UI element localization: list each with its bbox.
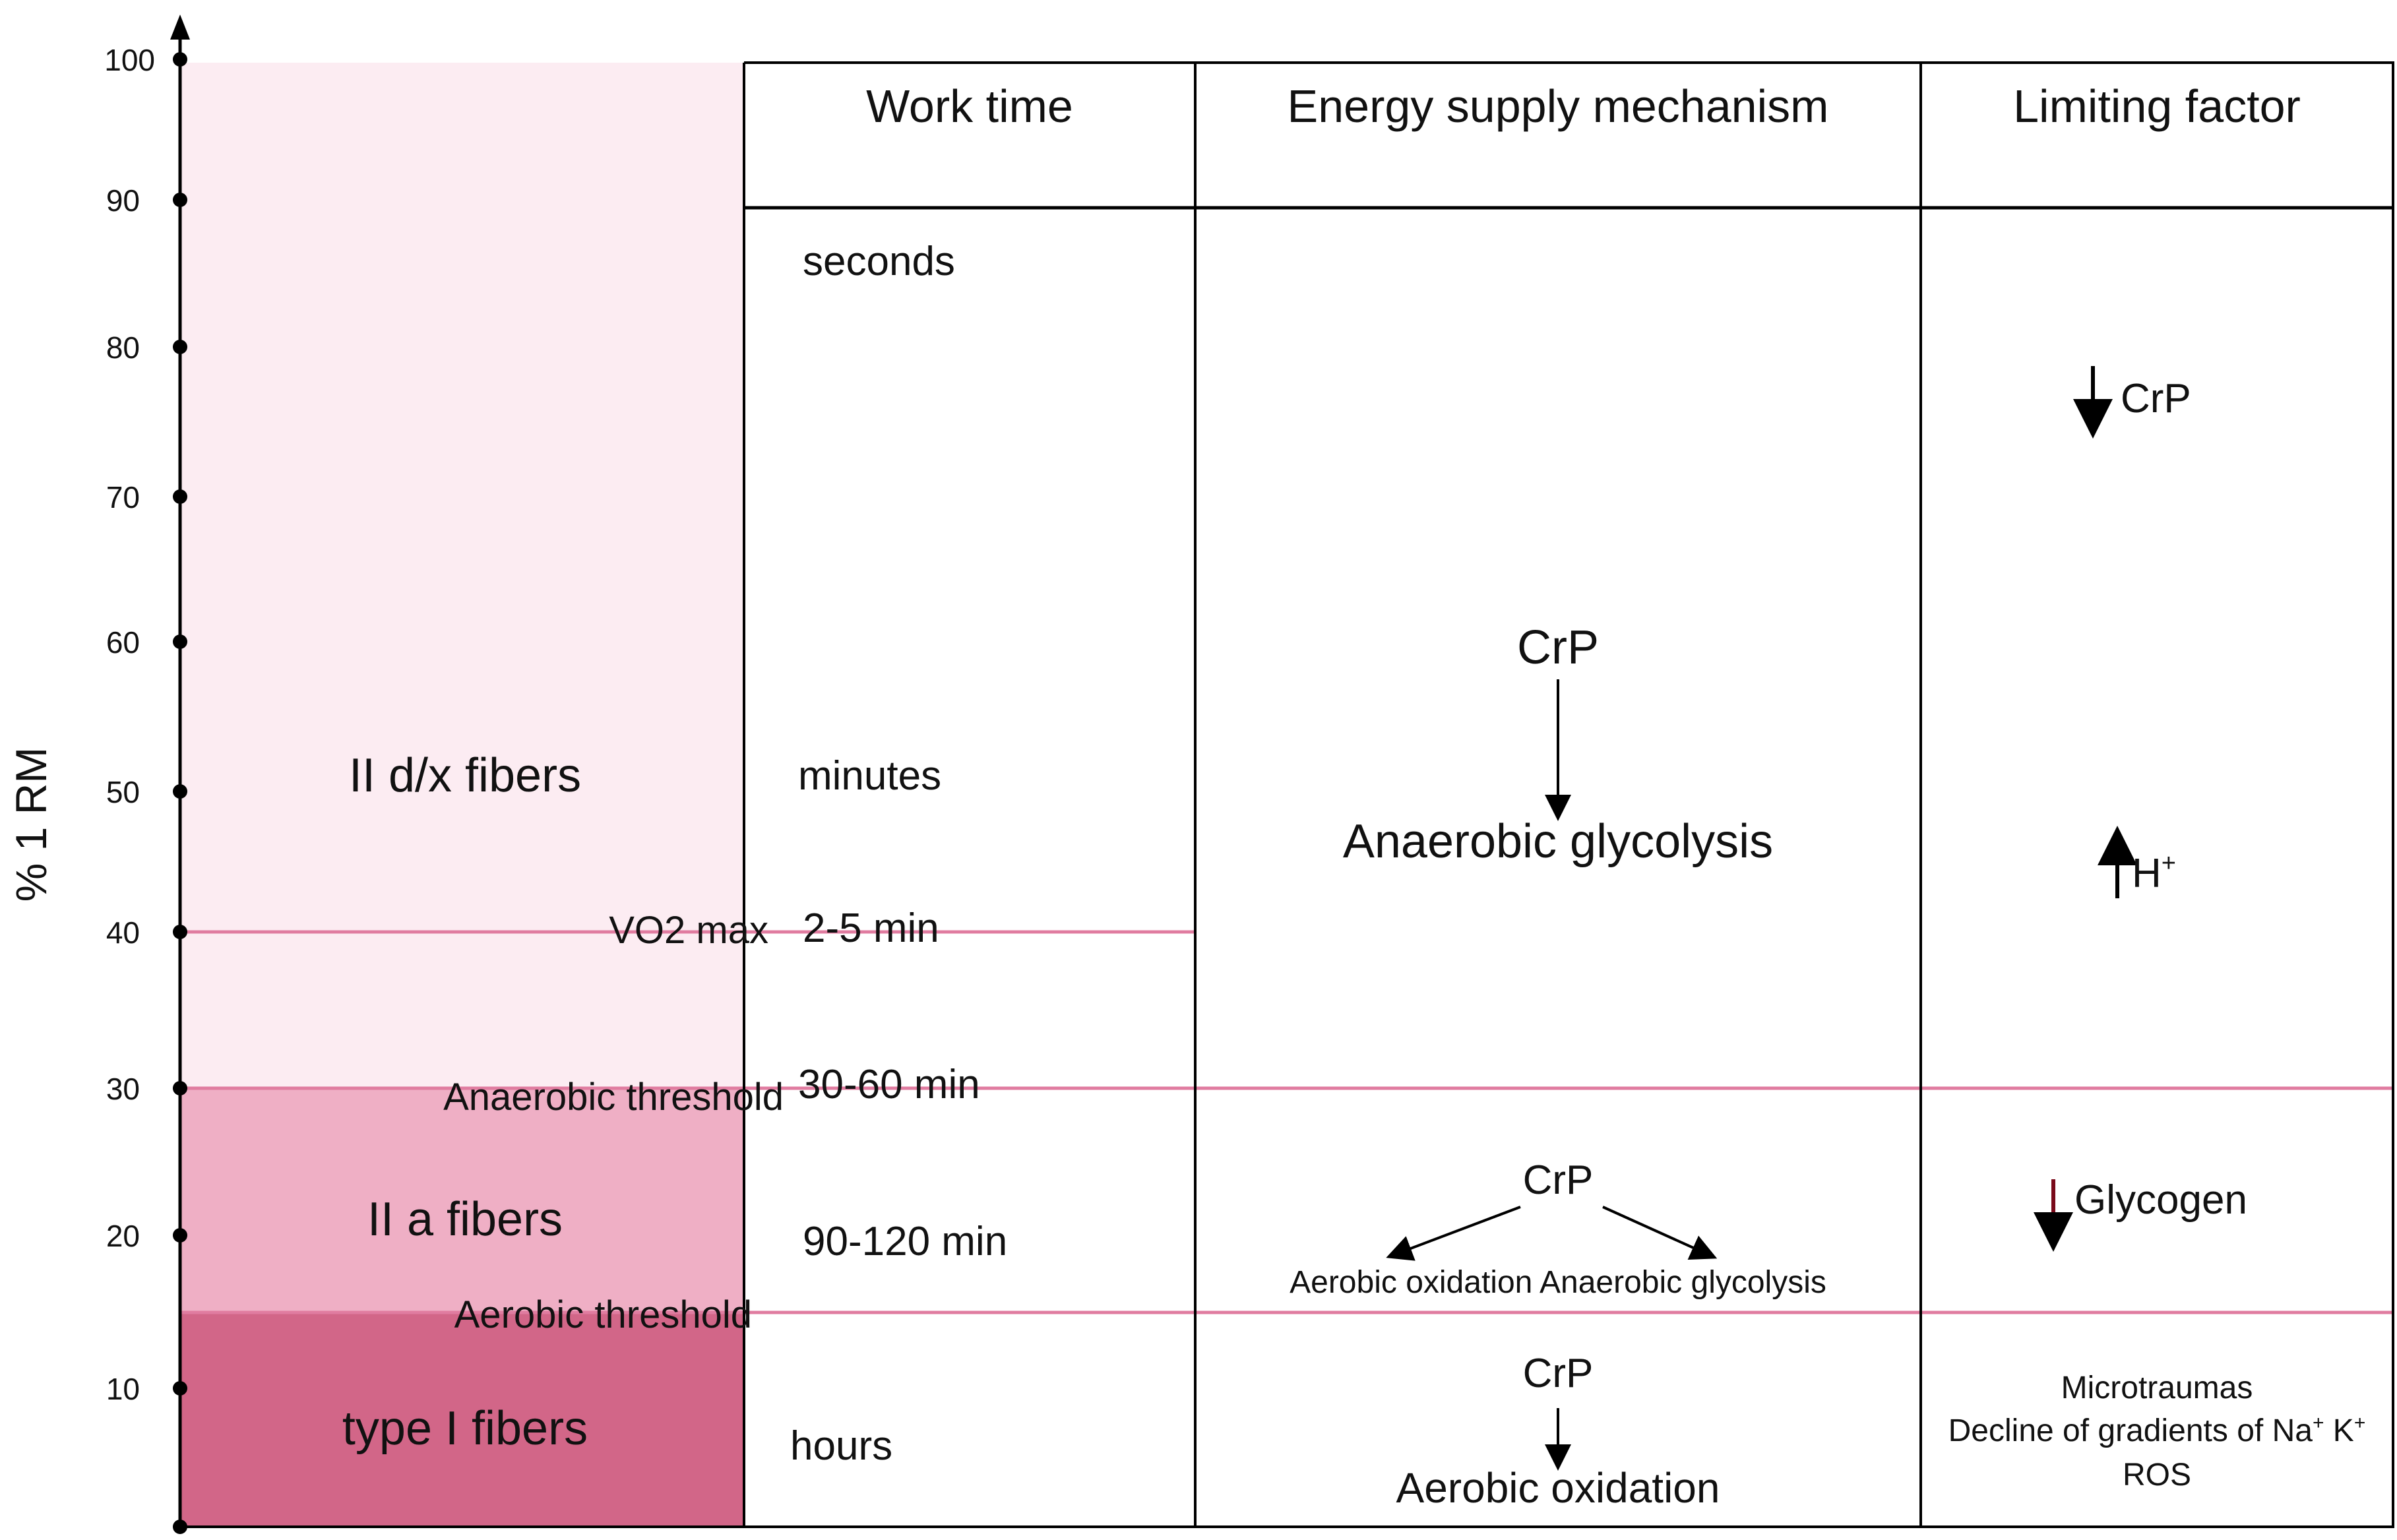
limiting-h: H+ [2132,849,2176,896]
work-time-minutes: minutes [798,753,941,799]
tick-dot-40 [173,925,187,939]
tick-label-60: 60 [106,625,140,660]
tick-dot-20 [173,1228,187,1243]
region-a-fibers [180,1088,744,1312]
tick-dot-30 [173,1081,187,1095]
tick-dot-10 [173,1381,187,1396]
decline-sup-k: + [2354,1412,2366,1434]
work-time-hours: hours [790,1423,892,1469]
decline-text: Decline of gradients of Na [1948,1413,2313,1448]
tick-dot-80 [173,340,187,354]
tick-label-100: 100 [104,43,155,77]
tick-label-80: 80 [106,330,140,365]
aerobic-threshold-label: Aerobic threshold [454,1293,752,1336]
energy-mid-targets: Aerobic oxidation Anaerobic glycolysis [1290,1265,1826,1300]
tick-label-70: 70 [106,480,140,514]
a-fibers-label: II a fibers [367,1193,563,1246]
header-energy-supply: Energy supply mechanism [1288,80,1829,132]
limiting-microtraumas: Microtraumas [2061,1371,2253,1405]
work-time-2-5-min: 2-5 min [803,906,939,951]
limiting-decline-gradients: Decline of gradients of Na+ K+ [1948,1412,2366,1448]
energy-mid-crp: CrP [1523,1157,1594,1203]
limiting-h-sup: + [2162,849,2176,877]
decline-k: K [2324,1413,2353,1448]
tick-dot-90 [173,193,187,207]
type1-fibers-label: type I fibers [342,1402,588,1455]
energy-mid-left-arrow-icon [1386,1206,1521,1261]
work-time-seconds: seconds [803,239,955,284]
tick-label-40: 40 [106,915,140,950]
header-work-time: Work time [866,80,1073,132]
tick-label-30: 30 [106,1072,140,1106]
anaerobic-threshold-label: Anaerobic threshold [443,1076,784,1119]
work-time-30-60-min: 30-60 min [798,1062,980,1107]
limiting-ros: ROS [2123,1458,2191,1493]
table-grid [180,61,2394,1528]
tick-dot-50 [173,784,187,799]
dx-fibers-label: II d/x fibers [349,749,581,802]
header-limiting-factor: Limiting factor [2013,80,2301,132]
tick-dot-100 [173,52,187,67]
energy-bottom-aerobic-oxidation: Aerobic oxidation [1396,1464,1720,1512]
limiting-crp: CrP [2121,376,2191,421]
work-time-90-120-min: 90-120 min [803,1219,1007,1264]
tick-label-50: 50 [106,775,140,809]
region-dx-fibers [180,63,744,1088]
tick-label-10: 10 [106,1372,140,1406]
y-axis-arrow-icon [170,15,190,40]
limiting-glycogen: Glycogen [2074,1177,2247,1223]
energy-top-crp: CrP [1517,621,1599,674]
tick-label-90: 90 [106,183,140,218]
energy-bottom-crp: CrP [1523,1351,1594,1396]
tick-dot-60 [173,634,187,649]
energy-top-anaerobic-glycolysis: Anaerobic glycolysis [1343,815,1773,868]
limiting-h-symbol: H [2132,851,2162,896]
y-axis-ticks: 100 90 80 70 60 50 40 30 20 10 [104,43,187,1534]
tick-dot-0 [173,1520,187,1534]
vo2max-label: VO2 max [609,909,768,952]
tick-dot-70 [173,489,187,504]
y-axis-label: % 1 RM [7,747,55,902]
tick-label-20: 20 [106,1219,140,1253]
decline-sup-na: + [2313,1412,2324,1434]
energy-mid-right-arrow-icon [1602,1206,1718,1260]
region-type1-fibers [180,1312,744,1527]
